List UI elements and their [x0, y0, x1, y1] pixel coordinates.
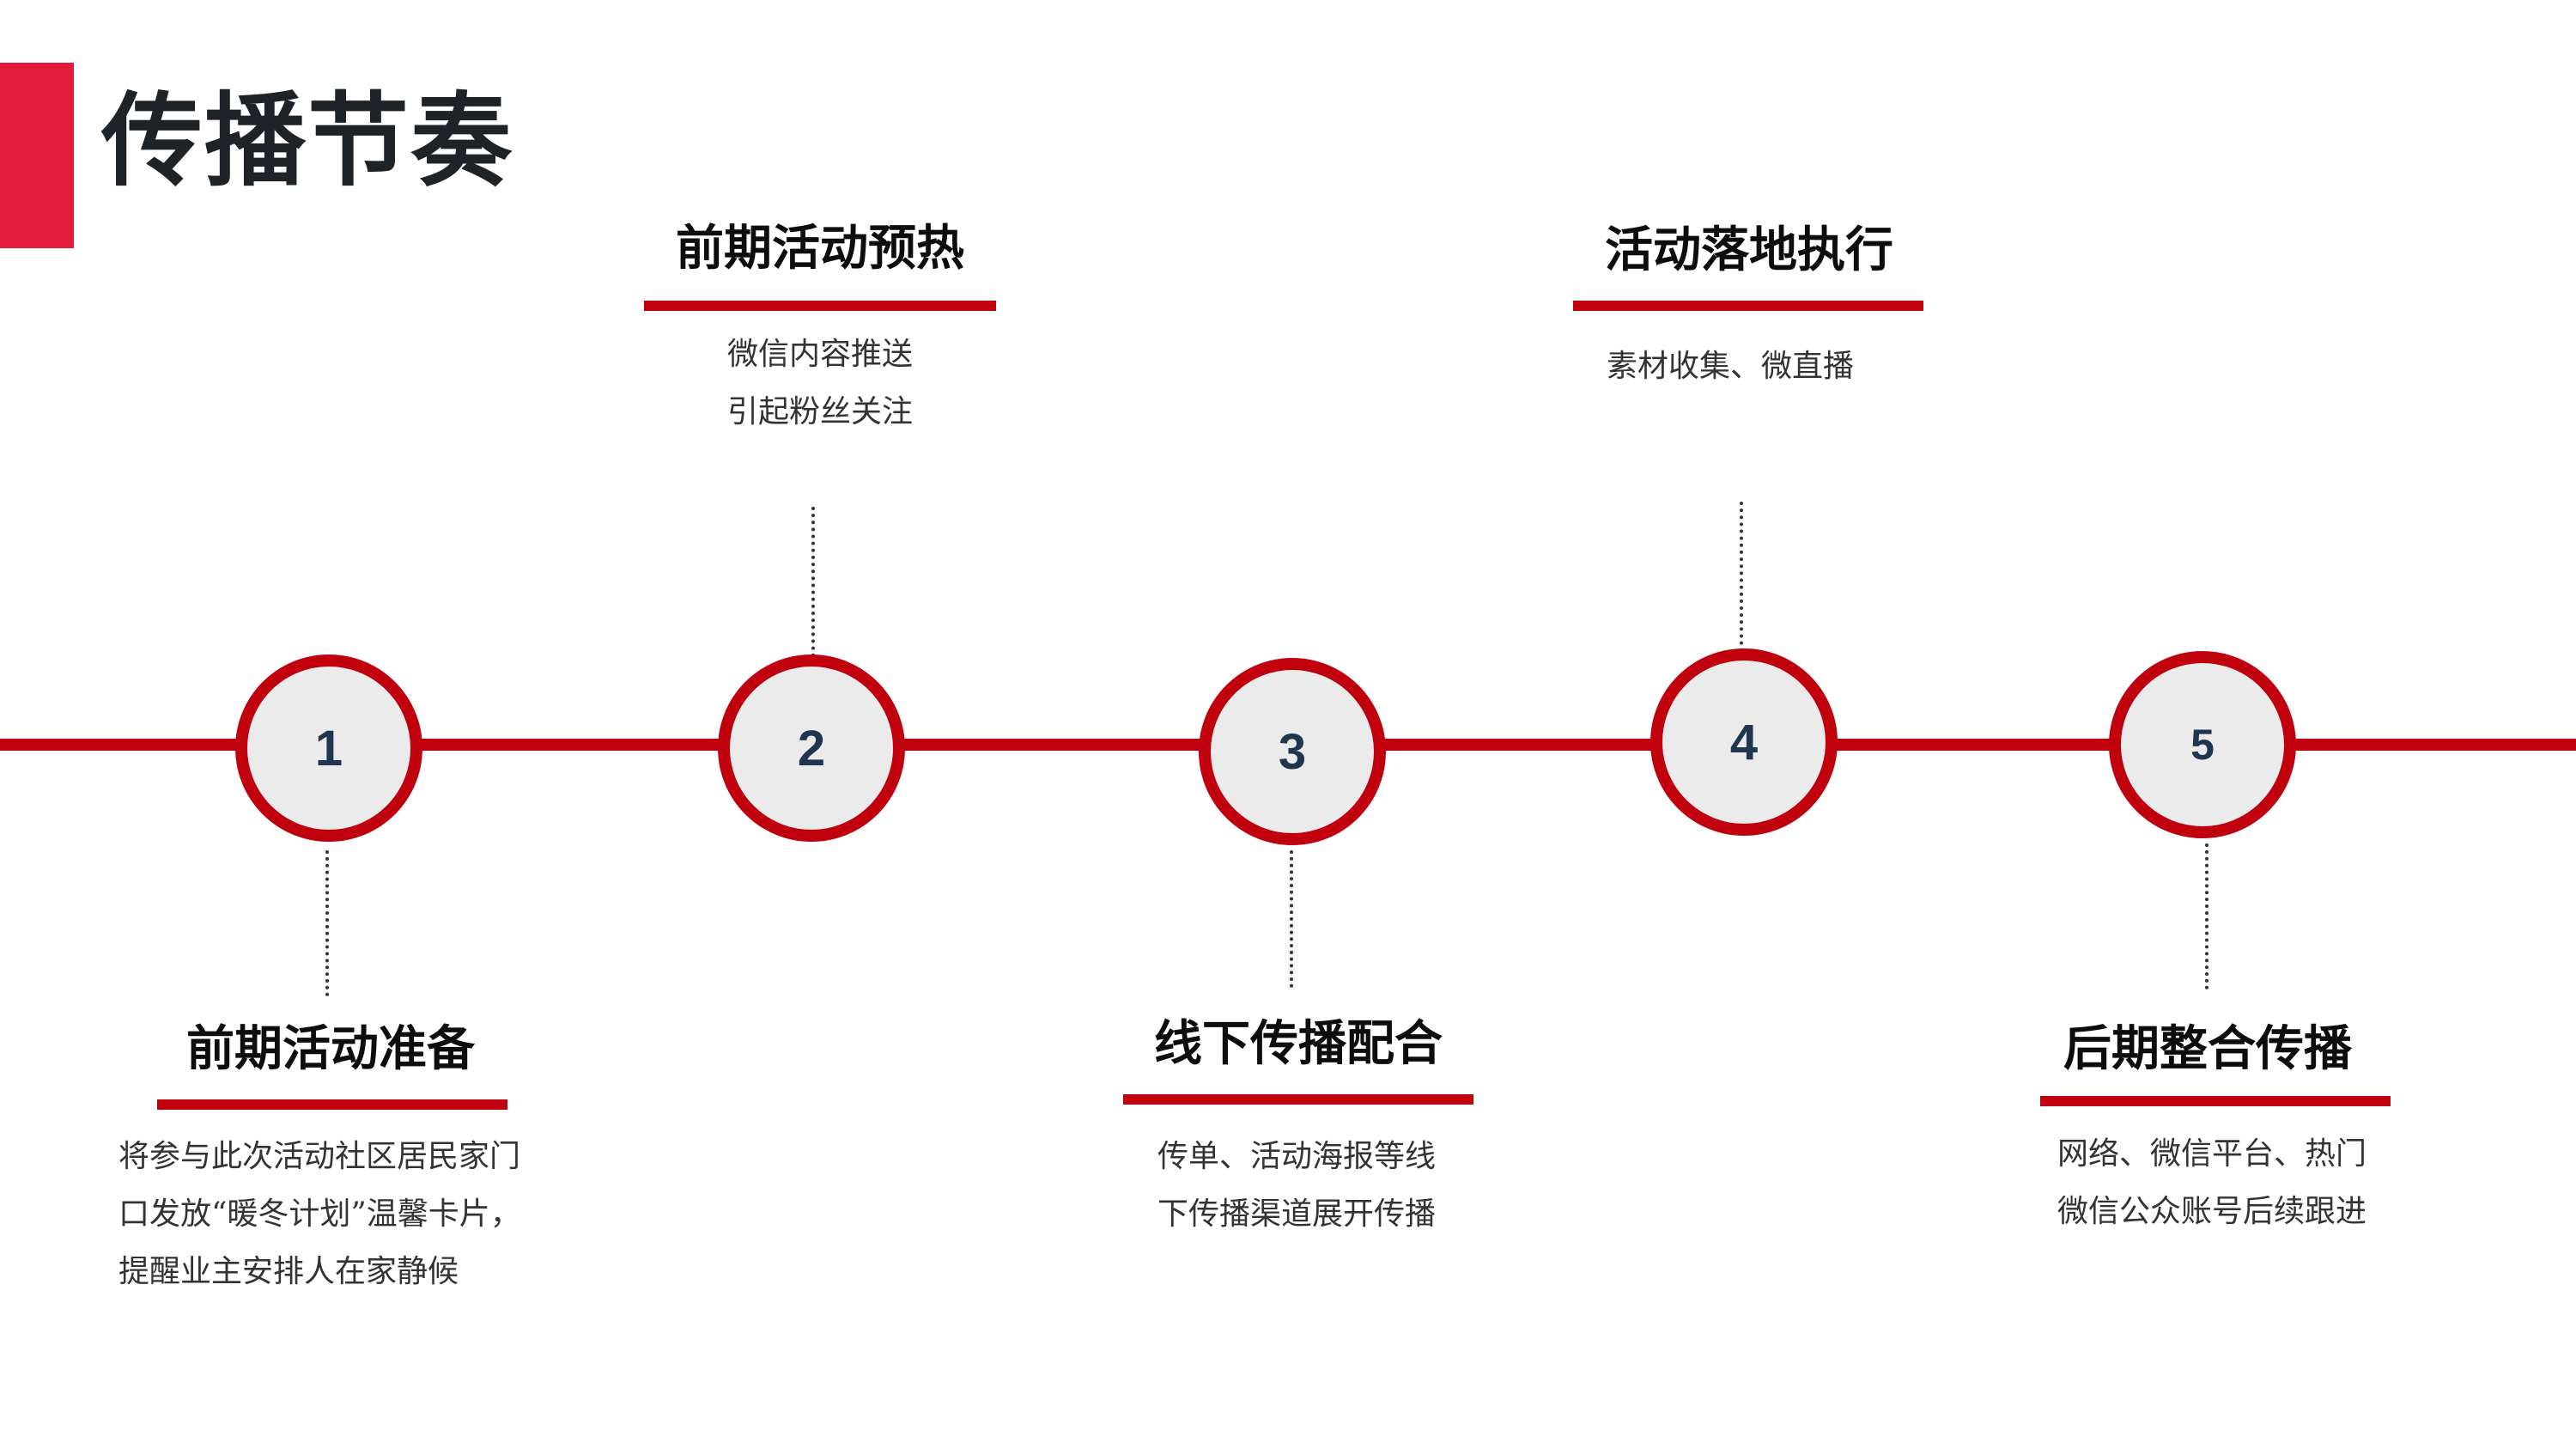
stage-node-1: 1 — [235, 654, 422, 842]
stage-number: 3 — [1278, 723, 1307, 780]
stage-node-4: 4 — [1650, 648, 1838, 836]
stage-title-4: 活动落地执行 — [1605, 222, 1893, 278]
stage-node-2: 2 — [718, 654, 905, 842]
stage-description-3: 传单、活动海报等线 下传播渠道展开传播 — [1125, 1128, 1468, 1243]
stage-title-5: 后期整合传播 — [2063, 1021, 2352, 1077]
connector-4 — [1740, 502, 1743, 652]
stage-underline-2 — [644, 301, 996, 311]
description-line: 将参与此次活动社区居民家门 — [118, 1139, 521, 1174]
description-line: 传单、活动海报等线 — [1157, 1139, 1436, 1174]
page-title: 传播节奏 — [101, 82, 514, 200]
stage-number: 2 — [797, 720, 826, 776]
description-line: 网络、微信平台、热门 — [2057, 1136, 2366, 1172]
stage-title-1: 前期活动准备 — [186, 1021, 475, 1077]
stage-title-2: 前期活动预热 — [676, 221, 964, 277]
connector-2 — [811, 507, 815, 657]
connector-1 — [325, 850, 329, 996]
stage-underline-3 — [1123, 1094, 1473, 1105]
stage-underline-1 — [157, 1099, 507, 1110]
description-line: 微信公众账号后续跟进 — [2057, 1194, 2366, 1229]
stage-description-1: 将参与此次活动社区居民家门 口发放“暖冬计划”温馨卡片， 提醒业主安排人在家静候 — [118, 1128, 521, 1300]
stage-number: 1 — [314, 720, 343, 776]
stage-number: 4 — [1729, 714, 1759, 770]
stage-node-5: 5 — [2109, 651, 2296, 838]
title-accent-bar — [0, 63, 74, 248]
description-line: 微信内容推送 — [726, 337, 913, 372]
stage-description-2: 微信内容推送 引起粉丝关注 — [653, 326, 987, 441]
description-line: 引起粉丝关注 — [726, 394, 913, 429]
stage-node-3: 3 — [1199, 658, 1386, 845]
stage-title-3: 线下传播配合 — [1154, 1016, 1443, 1072]
stage-underline-4 — [1573, 301, 1923, 311]
connector-3 — [1290, 850, 1293, 988]
connector-5 — [2205, 843, 2208, 989]
description-line: 下传播渠道展开传播 — [1157, 1196, 1436, 1232]
stage-description-5: 网络、微信平台、热门 微信公众账号后续跟进 — [2032, 1125, 2392, 1240]
stage-underline-5 — [2040, 1096, 2391, 1106]
description-line: 素材收集、微直播 — [1606, 349, 1854, 384]
stage-description-4: 素材收集、微直播 — [1554, 338, 1906, 395]
description-line: 提醒业主安排人在家静候 — [118, 1254, 459, 1289]
stage-number: 5 — [2190, 721, 2215, 769]
description-line: 口发放“暖冬计划”温馨卡片， — [118, 1196, 521, 1232]
